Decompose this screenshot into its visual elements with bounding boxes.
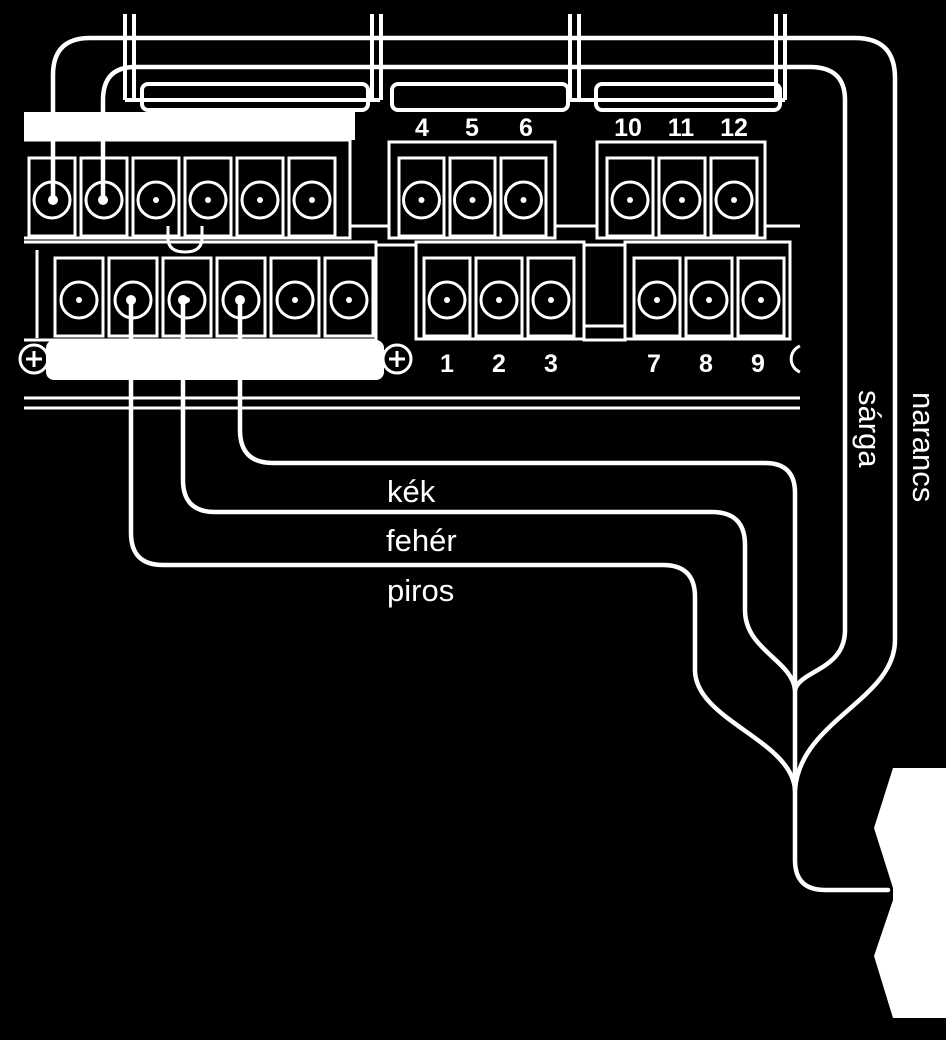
wire-label-blue: kék — [387, 474, 436, 509]
wire-label-orange: narancs — [906, 392, 941, 502]
terminal-number: 5 — [465, 114, 479, 142]
terminal-numbers-bottom: 1 2 3 7 8 9 — [440, 350, 765, 378]
wire-orange — [50, 35, 898, 793]
screw-terminal-icon — [448, 156, 497, 238]
wire-label-yellow: sárga — [852, 390, 887, 468]
screw-terminal-icon — [474, 256, 524, 338]
screw-terminal-icon — [736, 256, 786, 338]
connector — [874, 768, 946, 1018]
terminal-number: 1 — [440, 350, 454, 378]
wires — [50, 35, 898, 893]
terminal-frames — [24, 138, 800, 410]
screw-terminal-icon — [397, 156, 446, 238]
screw-terminal-icon — [526, 256, 576, 338]
screw-terminal-icon — [323, 256, 375, 338]
terminal-numbers-top: 4 5 6 10 11 12 — [415, 114, 748, 142]
wire-label-white: fehér — [386, 523, 457, 558]
top-rails — [123, 14, 787, 112]
terminal-number: 10 — [614, 114, 642, 142]
jumper-loop — [166, 226, 204, 254]
screw-terminal-icon — [632, 256, 682, 338]
wire-blue — [237, 297, 798, 683]
wire-yellow — [100, 64, 848, 693]
bottom-label-bar — [46, 340, 384, 380]
plus-screw-icon — [18, 343, 801, 375]
screw-terminal-icon — [183, 156, 233, 238]
terminal-number: 4 — [415, 114, 429, 142]
terminal-blocks — [27, 156, 786, 338]
wire-white — [180, 297, 798, 693]
screw-terminal-icon — [709, 156, 759, 238]
terminal-number: 6 — [519, 114, 533, 142]
terminal-number: 9 — [751, 350, 765, 378]
screw-terminal-icon — [422, 256, 472, 338]
screw-terminal-icon — [53, 256, 105, 338]
screw-terminal-icon — [235, 156, 285, 238]
terminal-number: 12 — [720, 114, 748, 142]
terminal-number: 11 — [668, 114, 695, 142]
top-label-bar — [24, 112, 355, 140]
screw-terminal-icon — [499, 156, 548, 238]
wire-label-red: piros — [387, 573, 454, 608]
screw-terminal-icon — [605, 156, 655, 238]
screw-terminal-icon — [131, 156, 181, 238]
screw-terminal-icon — [657, 156, 707, 238]
terminal-number: 3 — [544, 350, 558, 378]
wire-bundle — [792, 677, 891, 893]
screw-terminal-icon — [287, 156, 337, 238]
terminal-number: 2 — [492, 350, 506, 378]
terminal-number: 8 — [699, 350, 713, 378]
wire-end-dots — [48, 195, 245, 305]
terminal-number: 7 — [647, 350, 661, 378]
wire-red — [128, 297, 798, 793]
screw-terminal-icon — [269, 256, 321, 338]
screw-terminal-icon — [684, 256, 734, 338]
